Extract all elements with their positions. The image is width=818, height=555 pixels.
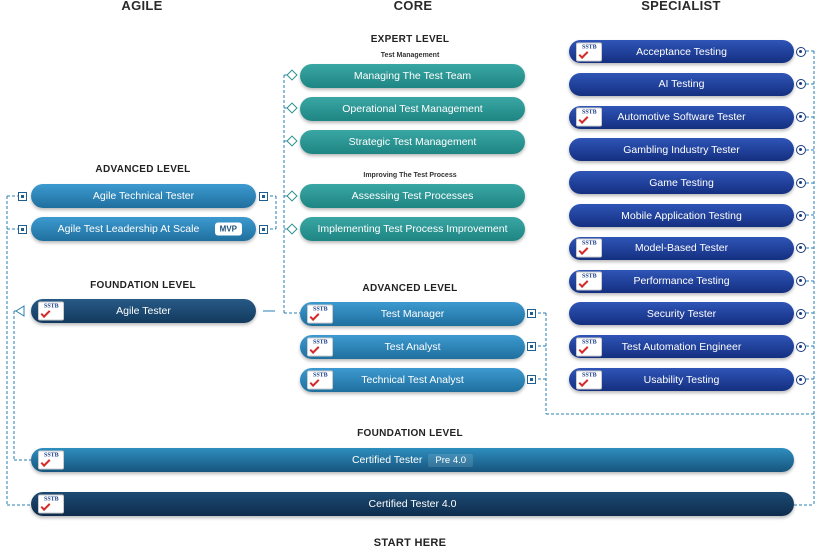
- sstb-logo-icon: SSTB: [307, 337, 333, 357]
- connector-circle-icon: [796, 79, 806, 90]
- pill-specialist-item[interactable]: SSTB Performance Testing: [569, 269, 794, 293]
- test-management-heading: Test Management: [380, 52, 440, 59]
- specialist-item-label: Performance Testing: [633, 275, 730, 288]
- pill-agile-tester[interactable]: SSTB Agile Tester: [31, 299, 256, 323]
- pill-specialist-item[interactable]: SSTB Model-Based Tester: [569, 236, 794, 260]
- pre-4-tag: Pre 4.0: [428, 453, 474, 467]
- connector-circle-icon: [796, 112, 806, 123]
- pill-operational-test-management[interactable]: Operational Test Management: [300, 97, 525, 121]
- pill-specialist-item[interactable]: SSTB Acceptance Testing: [569, 40, 794, 63]
- specialist-item-label: Test Automation Engineer: [621, 340, 742, 353]
- specialist-item-label: Model-Based Tester: [634, 242, 729, 255]
- sstb-logo-icon: SSTB: [38, 450, 64, 470]
- foundation-heading: FOUNDATION LEVEL: [357, 428, 463, 439]
- pill-assessing-test-processes[interactable]: Assessing Test Processes: [300, 184, 525, 208]
- agile-foundation-heading: FOUNDATION LEVEL: [90, 280, 196, 291]
- connector-square-icon: [259, 225, 268, 234]
- specialist-item-label: Usability Testing: [643, 373, 720, 386]
- connector-circle-icon: [796, 243, 806, 254]
- connector-circle-icon: [796, 341, 806, 352]
- core-expert-heading: EXPERT LEVEL: [370, 34, 450, 45]
- sstb-logo-icon: SSTB: [38, 494, 64, 514]
- pill-agile-test-leadership-at-scale[interactable]: Agile Test Leadership At Scale MVP: [31, 217, 256, 241]
- sstb-logo-icon: SSTB: [307, 370, 333, 390]
- improving-process-heading: Improving The Test Process: [363, 172, 457, 179]
- sstb-logo-icon: SSTB: [307, 304, 333, 324]
- pill-specialist-item[interactable]: SSTB Automotive Software Tester: [569, 105, 794, 129]
- pill-specialist-item[interactable]: Security Tester: [569, 302, 794, 326]
- sstb-logo-icon: SSTB: [576, 107, 602, 127]
- pill-test-analyst[interactable]: SSTB Test Analyst: [300, 335, 525, 359]
- connector-square-icon: [527, 309, 536, 318]
- pill-specialist-item[interactable]: SSTB Test Automation Engineer: [569, 335, 794, 359]
- connector-circle-icon: [796, 374, 806, 385]
- specialist-item-label: Acceptance Testing: [636, 45, 727, 58]
- pill-test-manager[interactable]: SSTB Test Manager: [300, 302, 525, 326]
- connector-circle-icon: [796, 177, 806, 188]
- pill-agile-technical-tester[interactable]: Agile Technical Tester: [31, 184, 256, 208]
- sstb-logo-icon: SSTB: [576, 337, 602, 357]
- sstb-logo-icon: SSTB: [576, 271, 602, 291]
- column-heading-core: CORE: [393, 0, 433, 13]
- connector-square-icon: [259, 192, 268, 201]
- specialist-item-label: Game Testing: [649, 176, 714, 189]
- pill-certified-tester-4[interactable]: SSTB Certified Tester 4.0: [31, 492, 794, 516]
- connector-circle-icon: [796, 276, 806, 287]
- sstb-logo-icon: SSTB: [576, 370, 602, 389]
- connector-circle-icon: [796, 308, 806, 319]
- specialist-item-label: AI Testing: [658, 78, 705, 91]
- pill-specialist-item[interactable]: Gambling Industry Tester: [569, 138, 794, 162]
- sstb-logo-icon: SSTB: [38, 301, 64, 321]
- connector-square-icon: [18, 225, 27, 234]
- column-heading-agile: AGILE: [121, 0, 163, 13]
- column-heading-specialist: SPECIALIST: [641, 0, 721, 13]
- specialist-item-label: Mobile Application Testing: [621, 209, 742, 222]
- specialist-item-label: Gambling Industry Tester: [623, 143, 740, 156]
- pill-specialist-item[interactable]: AI Testing: [569, 72, 794, 96]
- pill-managing-test-team[interactable]: Managing The Test Team: [300, 64, 525, 88]
- agile-advanced-heading: ADVANCED LEVEL: [95, 164, 191, 175]
- pill-specialist-item[interactable]: Game Testing: [569, 171, 794, 195]
- mvp-badge: MVP: [214, 222, 242, 236]
- specialist-item-label: Security Tester: [646, 307, 717, 320]
- connector-circle-icon: [796, 144, 806, 155]
- sstb-logo-icon: SSTB: [576, 238, 602, 258]
- sstb-logo-icon: SSTB: [576, 42, 602, 61]
- connector-circle-icon: [796, 46, 806, 57]
- connector-circle-icon: [796, 210, 806, 221]
- pill-strategic-test-management[interactable]: Strategic Test Management: [300, 130, 525, 154]
- pill-specialist-item[interactable]: SSTB Usability Testing: [569, 368, 794, 391]
- connector-square-icon: [527, 342, 536, 351]
- pill-implementing-test-process-improvement[interactable]: Implementing Test Process Improvement: [300, 217, 525, 241]
- connector-square-icon: [527, 375, 536, 384]
- pill-technical-test-analyst[interactable]: SSTB Technical Test Analyst: [300, 368, 525, 392]
- pill-specialist-item[interactable]: Mobile Application Testing: [569, 204, 794, 227]
- start-here-label: START HERE: [373, 537, 447, 549]
- core-advanced-heading: ADVANCED LEVEL: [362, 283, 458, 294]
- specialist-item-label: Automotive Software Tester: [617, 111, 746, 124]
- connector-square-icon: [18, 192, 27, 201]
- pill-certified-tester[interactable]: SSTB Certified Tester Pre 4.0: [31, 448, 794, 472]
